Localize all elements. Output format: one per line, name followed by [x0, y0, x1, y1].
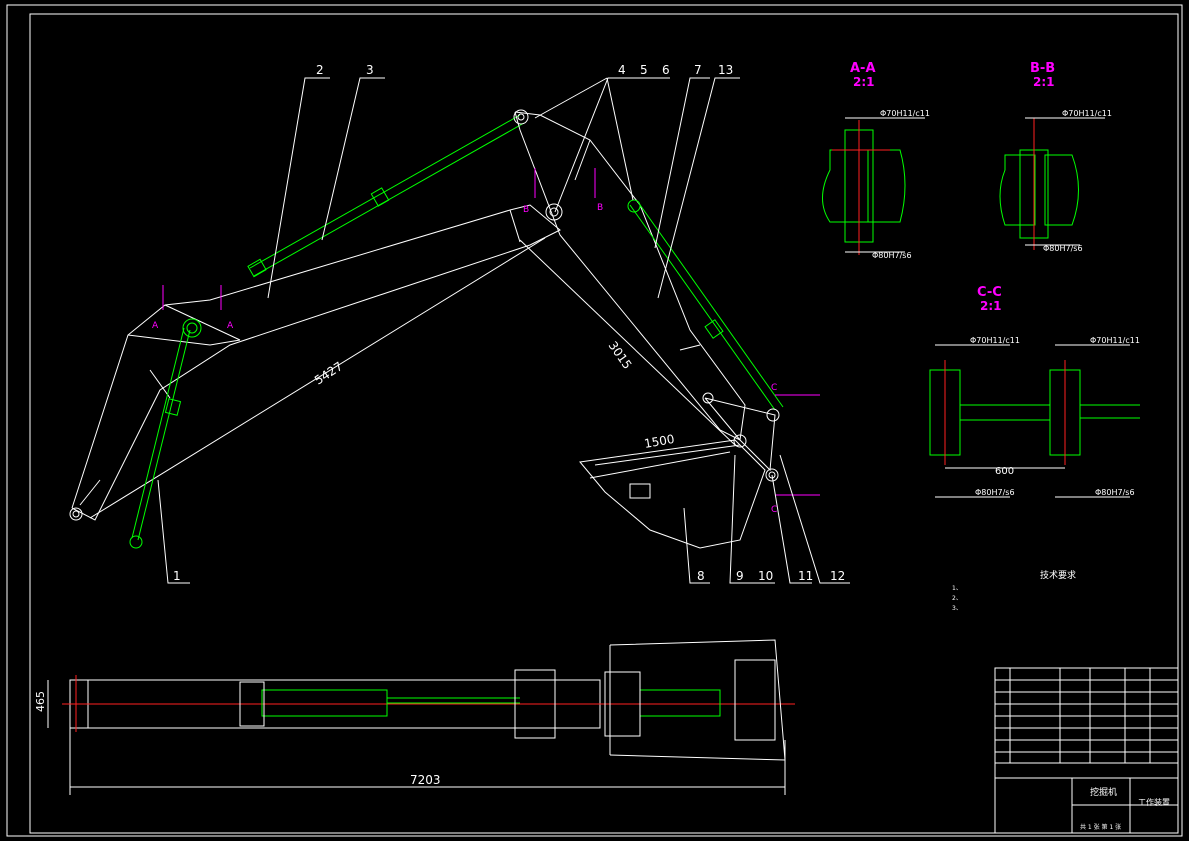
part-number-6: 6	[662, 63, 670, 77]
boom-cylinder	[129, 318, 202, 549]
dim-arm-length: 3015	[606, 339, 635, 372]
drawing-title: 挖掘机	[1090, 786, 1117, 798]
section-cc	[929, 344, 1140, 498]
arm-cylinder	[247, 114, 525, 278]
part-number-8: 8	[697, 569, 705, 583]
section-bb	[999, 117, 1105, 250]
part-title: 工作装置	[1138, 797, 1170, 807]
section-cc-title: C-C	[977, 285, 1002, 300]
part-number-7: 7	[694, 63, 702, 77]
part-number-9: 9	[736, 569, 744, 583]
section-aa-title: A-A	[850, 61, 876, 76]
dim-height: 465	[34, 691, 47, 712]
part-number-11: 11	[798, 569, 813, 583]
fit-aa-shaft: Φ70H11/c11	[880, 109, 930, 118]
section-bb-title: B-B	[1030, 61, 1055, 76]
part-number-10: 10	[758, 569, 773, 583]
mark-b-right: B	[597, 203, 603, 213]
bucket-cylinder	[627, 199, 784, 411]
sheet-outer-border	[6, 4, 1183, 837]
mark-a-right: A	[227, 321, 234, 331]
part-number-labels: 2 3 4 5 6 7 13 1 8 9 10 11 12	[173, 63, 845, 583]
dim-boom-length: 5427	[312, 359, 345, 387]
part-number-1: 1	[173, 569, 181, 583]
title-block	[994, 667, 1179, 834]
fit-bb-bore: Φ80H7/s6	[1043, 244, 1083, 253]
fit-aa-bore: Φ80H7/s6	[872, 251, 912, 260]
arm-side-view	[513, 109, 746, 446]
section-aa	[822, 117, 925, 255]
notes-line-1: 1、	[952, 585, 962, 592]
fit-cc-bore-left: Φ80H7/s6	[975, 488, 1015, 497]
section-titles: A-A 2:1 B-B 2:1 C-C 2:1 A A B B C C	[152, 61, 1055, 515]
part-number-5: 5	[640, 63, 648, 77]
section-cc-scale: 2:1	[980, 299, 1002, 313]
section-aa-scale: 2:1	[853, 75, 875, 89]
section-marks	[162, 168, 820, 496]
part-number-4: 4	[618, 63, 626, 77]
mark-c-bottom: C	[771, 505, 777, 515]
fit-bb-shaft: Φ70H11/c11	[1062, 109, 1112, 118]
section-bb-scale: 2:1	[1033, 75, 1055, 89]
notes-title: 技术要求	[1040, 569, 1076, 581]
dim-pin-spacing: 600	[995, 466, 1014, 477]
mark-c-top: C	[771, 383, 777, 393]
fit-cc-shaft-right: Φ70H11/c11	[1090, 336, 1140, 345]
leader-lines	[157, 77, 850, 584]
sheet-inner-border	[29, 13, 1179, 834]
technical-notes: 技术要求 1、 2、 3、	[952, 569, 1076, 612]
part-number-12: 12	[830, 569, 845, 583]
fit-labels: Φ70H11/c11 Φ80H7/s6 Φ70H11/c11 Φ80H7/s6 …	[872, 109, 1140, 497]
fit-cc-shaft-left: Φ70H11/c11	[970, 336, 1020, 345]
dimension-labels: 5427 3015 1500 7203 465 600	[34, 339, 1014, 787]
fit-cc-bore-right: Φ80H7/s6	[1095, 488, 1135, 497]
part-number-2: 2	[316, 63, 324, 77]
part-number-13: 13	[718, 63, 733, 77]
notes-line-3: 3、	[952, 605, 962, 612]
notes-line-2: 2、	[952, 595, 962, 602]
mark-b-left: B	[523, 205, 529, 215]
top-view	[47, 639, 795, 795]
dim-bucket-length: 1500	[643, 432, 676, 451]
boom-side-view	[69, 204, 561, 521]
bucket-linkage	[702, 392, 780, 482]
bucket-side-view	[579, 439, 766, 549]
mark-a-left: A	[152, 321, 159, 331]
dim-overall-length: 7203	[410, 773, 441, 787]
sheet-number: 共 1 张 第 1 张	[1080, 823, 1121, 831]
title-block-text: 挖掘机 工作装置 共 1 张 第 1 张	[1080, 786, 1170, 831]
part-number-3: 3	[366, 63, 374, 77]
